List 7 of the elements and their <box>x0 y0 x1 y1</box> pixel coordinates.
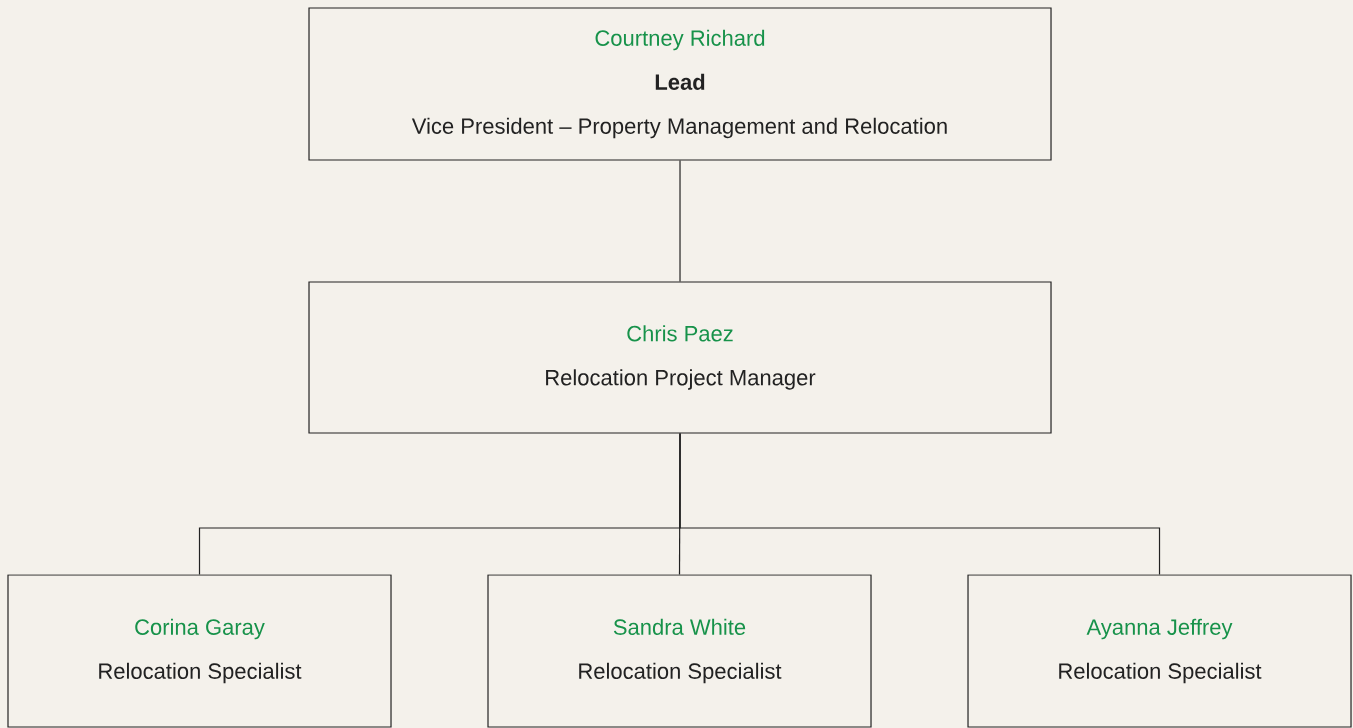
org-box: Courtney Richard Lead Vice President – Property Management and Relocation <box>308 7 1052 161</box>
org-box: Ayanna Jeffrey Relocation Specialist <box>967 574 1352 728</box>
org-box: Corina Garay Relocation Specialist <box>7 574 392 728</box>
connector-line <box>679 160 681 282</box>
connector-line <box>679 433 1161 575</box>
org-box: Chris Paez Relocation Project Manager <box>308 281 1052 434</box>
org-box: Sandra White Relocation Specialist <box>487 574 872 728</box>
